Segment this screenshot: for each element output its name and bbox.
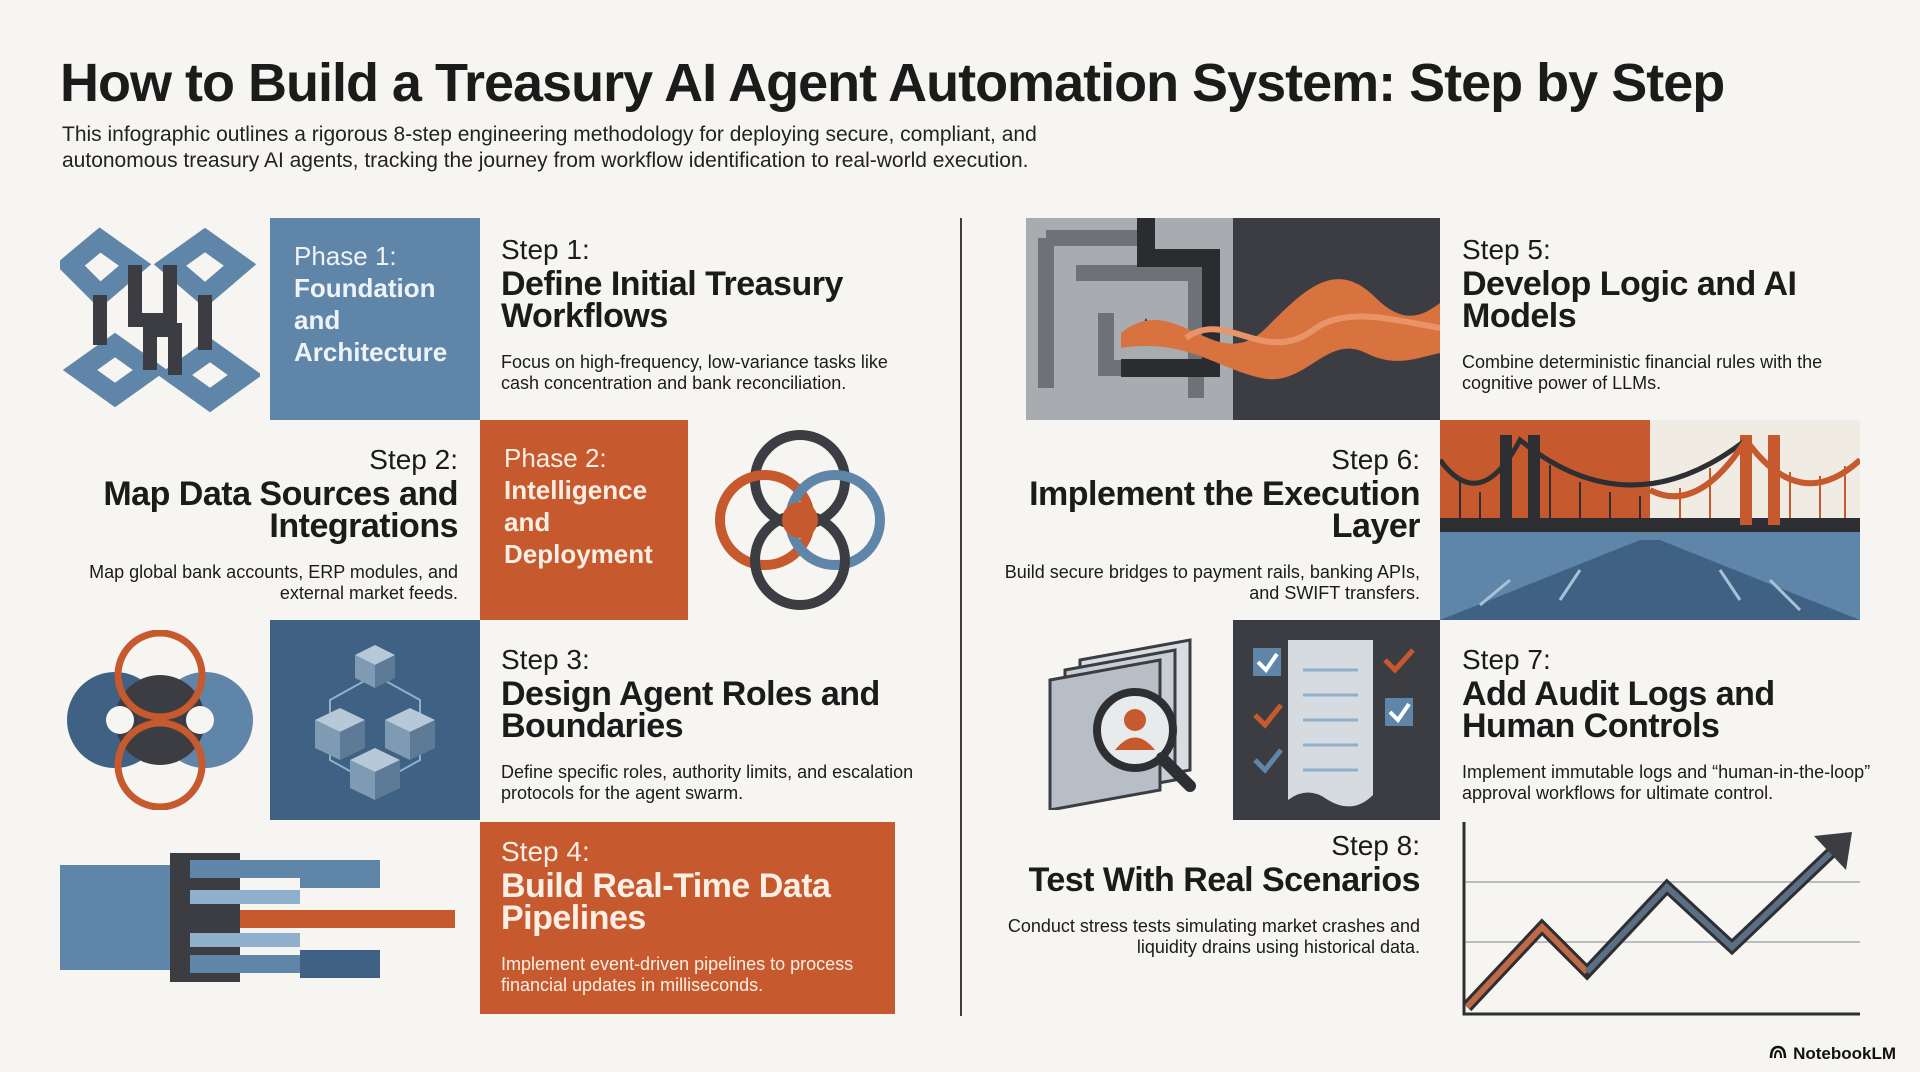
step-3-number: Step 3: [501,644,590,675]
checklist-icon [1233,620,1440,820]
center-divider [960,218,962,1016]
step-2-description: Map global bank accounts, ERP modules, a… [89,562,458,603]
step-2: Step 2: Map Data Sources and Integration… [60,444,458,604]
step-3-description: Define specific roles, authority limits,… [501,762,914,803]
phase-1-block: Phase 1: Foundation and Architecture [270,218,480,420]
step-1: Step 1: Define Initial Treasury Workflow… [501,234,921,394]
phase-2-name: Intelligence and Deployment [504,475,653,569]
step-8: Step 8: Test With Real Scenarios Conduct… [1000,830,1421,958]
step-6-number: Step 6: [1331,444,1420,475]
step-6-name: Implement the Execution Layer [1029,475,1420,545]
suspension-bridge-icon [1440,420,1860,620]
phase-1-label: Phase 1: [294,241,397,271]
step-7-name: Add Audit Logs and Human Controls [1462,675,1775,745]
brand-mark: NotebookLM [1769,1044,1896,1064]
step-8-name: Test With Real Scenarios [1028,861,1421,899]
step-4: Step 4: Build Real-Time Data Pipelines I… [501,836,881,996]
step-8-description: Conduct stress tests simulating market c… [1007,916,1420,957]
step-1-name: Define Initial Treasury Workflows [501,265,843,335]
step-3-name: Design Agent Roles and Boundaries [501,675,880,745]
step-2-number: Step 2: [369,444,458,475]
step-1-number: Step 1: [501,234,590,265]
interlocking-shapes-icon [60,225,260,415]
step-7-description: Implement immutable logs and “human-in-t… [1462,762,1871,803]
step-4-number: Step 4: [501,836,590,867]
cubes-network-icon [270,620,480,820]
step-7: Step 7: Add Audit Logs and Human Control… [1462,644,1882,804]
step-7-number: Step 7: [1462,644,1551,675]
step-5: Step 5: Develop Logic and AI Models Comb… [1462,234,1882,394]
step-2-name: Map Data Sources and Integrations [103,475,458,545]
overlapping-rings-icon [705,425,895,615]
phase-1-name: Foundation and Architecture [294,273,448,367]
audit-magnifier-icon [1040,630,1235,810]
phase-2-label: Phase 2: [504,443,607,473]
step-8-number: Step 8: [1331,830,1420,861]
venn-circles-icon [60,630,260,810]
maze-wave-icon [1026,218,1440,420]
brand-name: NotebookLM [1793,1044,1896,1063]
step-6: Step 6: Implement the Execution Layer Bu… [1000,444,1421,604]
step-5-name: Develop Logic and AI Models [1462,265,1797,335]
page-subtitle: This infographic outlines a rigorous 8-s… [62,123,1037,172]
step-4-block [480,822,895,1014]
step-3: Step 3: Design Agent Roles and Boundarie… [501,644,921,804]
phase-2-block: Phase 2: Intelligence and Deployment [480,420,688,620]
rising-line-chart-icon [1462,822,1862,1017]
step-5-number: Step 5: [1462,234,1551,265]
step-1-description: Focus on high-frequency, low-variance ta… [501,352,888,393]
step-4-description: Implement event-driven pipelines to proc… [501,954,854,995]
pipeline-icon [60,845,460,990]
page-title: How to Build a Treasury AI Agent Automat… [60,53,1725,113]
step-5-description: Combine deterministic financial rules wi… [1462,352,1823,393]
step-4-name: Build Real-Time Data Pipelines [501,867,831,937]
step-6-description: Build secure bridges to payment rails, b… [1004,562,1420,603]
notebooklm-logo-icon [1769,1044,1787,1064]
